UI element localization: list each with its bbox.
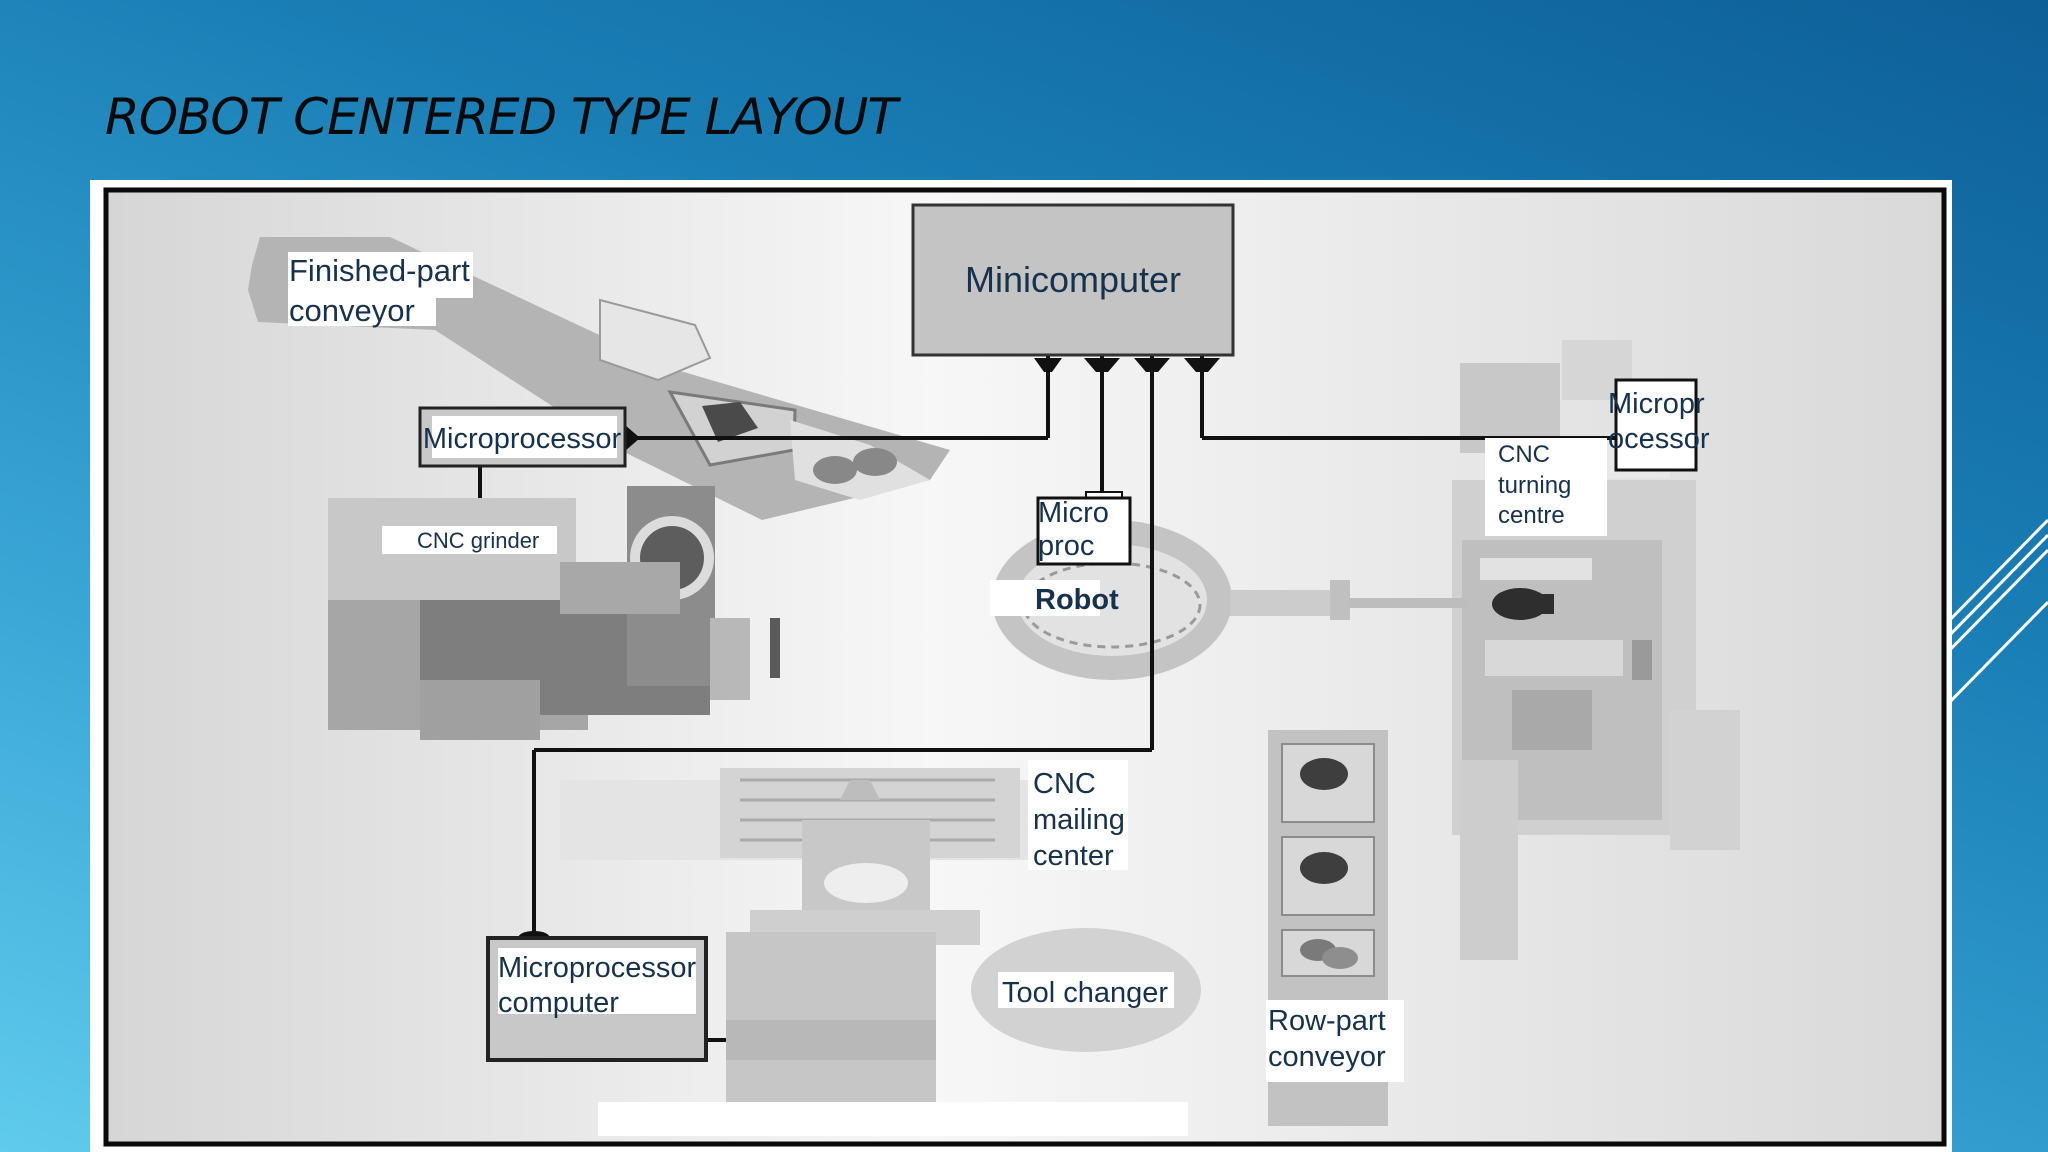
layout-diagram: Minicomputer Microprocessor Micro proc M… [90,180,1952,1152]
cnc-turning-label-line3: centre [1498,502,1565,529]
cnc-grinder-machine [328,486,780,740]
tool-changer-label: Tool changer [998,972,1174,1009]
mp-computer-label-line2: computer [498,987,619,1019]
micropr-right-label-line1: Micropr [1608,388,1705,420]
robot-text: Robot [1035,584,1119,616]
cnc-mailing-label-line1: CNC [1033,768,1096,800]
microprocessor-computer-box: Microprocessor computer [486,936,708,1062]
decorative-stripes [1940,518,2048,714]
microprocessor-left-label: Microprocessor [423,423,622,455]
row-part-conveyor-label: Row-part conveyor [1266,1000,1404,1082]
finished-part-conveyor-label: Finished-part conveyor [288,252,473,328]
cnc-turning-label-line2: turning [1498,472,1571,499]
cnc-mailing-center-label: CNC mailing center [1028,760,1128,872]
finished-conveyor-label-line2: conveyor [289,293,415,328]
micro-proc-label-line1: Micro [1038,497,1109,529]
cnc-turning-label-line1: CNC [1498,441,1550,468]
mp-computer-label-line1: Microprocessor [498,952,697,984]
cnc-mailing-label-line3: center [1033,840,1114,872]
robot-label: Robot [990,580,1119,616]
cnc-turning-centre-label: CNC turning centre [1485,438,1607,536]
slide-title: ROBOT CENTERED TYPE LAYOUT [105,88,898,146]
micro-proc-label-line2: proc [1038,530,1094,562]
row-conveyor-label-line2: conveyor [1268,1041,1386,1073]
micropr-right-label-line2: ocessor [1608,423,1710,455]
micro-proc-box: Micro proc [1036,491,1132,566]
diagram-frame [103,187,1947,1147]
tool-changer-text: Tool changer [1002,977,1168,1009]
minicomputer-box: Minicomputer [911,203,1235,357]
cnc-turning-centre-machine [1452,340,1740,960]
micropr-right-box: Micropr ocessor [1608,378,1710,472]
finished-conveyor-label-line1: Finished-part [289,253,470,288]
cnc-mailing-label-line2: mailing [1033,804,1125,836]
cnc-grinder-text: CNC grinder [417,528,539,553]
cnc-mailing-center-machine [560,768,1080,1102]
cnc-grinder-label: CNC grinder [382,526,557,554]
minicomputer-label: Minicomputer [965,259,1181,300]
microprocessor-left-box: Microprocessor [418,406,627,468]
row-conveyor-label-line1: Row-part [1268,1005,1386,1037]
